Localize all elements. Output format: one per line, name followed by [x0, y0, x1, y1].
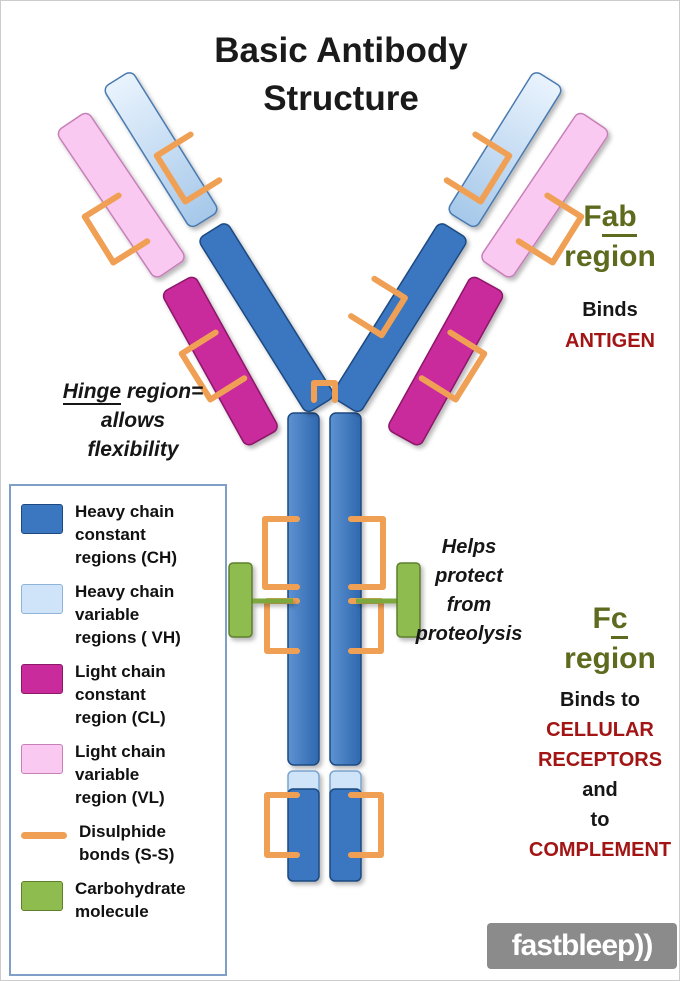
legend-item-light-variable: Light chain variable region (VL): [21, 740, 217, 809]
carbohydrate-left: [228, 562, 293, 638]
legend-text: Carbohydrate molecule: [75, 879, 186, 921]
hinge-line1: Hinge region=: [27, 377, 239, 406]
hinge-rest: region=: [121, 380, 204, 403]
fc-region-word: Fc: [546, 599, 674, 639]
fc-region-text: region: [564, 642, 656, 675]
light-chain-constant-bar-right: [388, 276, 504, 446]
light-chain-constant-bar-left: [162, 276, 278, 446]
page-title-line1: Basic Antibody: [214, 31, 468, 70]
fc-to-text: to: [590, 809, 610, 831]
fastbleep-logo: fastbleep)): [487, 923, 677, 969]
disulphide-bond-icon: [515, 192, 585, 266]
page-title-line2: Structure: [263, 79, 419, 118]
carbohydrate-swatch-icon: [21, 881, 63, 911]
hinge-line2: allows: [100, 409, 166, 432]
fc-lower-right: [329, 788, 362, 882]
protect-line1: Helps: [441, 536, 497, 558]
light-chain-constant-swatch-icon: [21, 664, 63, 694]
light-chain-variable-swatch-icon: [21, 744, 63, 774]
heavy-chain-variable-swatch-icon: [21, 584, 63, 614]
legend-item-disulphide: Disulphide bonds (S-S): [21, 820, 217, 866]
disulphide-bond-icon: [348, 516, 386, 590]
fab-binds-label: Binds ANTIGEN: [546, 295, 674, 357]
disulphide-bond-icon: [443, 131, 513, 205]
fc-region-label: Fc region: [546, 599, 674, 679]
legend-text: Light chain constant region (CL): [75, 662, 166, 727]
legend-item-light-constant: Light chain constant region (CL): [21, 660, 217, 729]
disulphide-bond-icon: [178, 329, 248, 403]
hinge-line3: flexibility: [87, 438, 179, 461]
fab-binds-text: Binds: [582, 299, 638, 321]
carbohydrate-right: [356, 562, 421, 638]
disulphide-bond-icon: [153, 131, 223, 205]
fc-binds-label: Binds to CELLULAR RECEPTORS and to COMPL…: [519, 685, 679, 865]
protect-line2: protect: [435, 565, 503, 587]
disulphide-bond-icon: [348, 275, 408, 339]
legend: Heavy chain constant regions (CH) Heavy …: [9, 484, 227, 976]
protect-line3: from: [446, 594, 492, 616]
carbohydrate-molecule-right: [396, 562, 421, 638]
legend-item-heavy-variable: Heavy chain variable regions ( VH): [21, 580, 217, 649]
protect-line4: proteolysis: [415, 623, 523, 645]
fab-region-text: region: [564, 240, 656, 273]
heavy-chain-constant-bar-right: [332, 223, 467, 413]
fc-letter: F: [592, 602, 611, 635]
fc-underlined: c: [610, 602, 628, 639]
heavy-chain-constant-swatch-icon: [21, 504, 63, 534]
fc-target-cellular: CELLULAR: [546, 719, 654, 741]
hinge-underlined: Hinge: [62, 380, 122, 405]
disulphide-bond-swatch-icon: [21, 832, 67, 839]
heavy-chain-constant-bar-left: [199, 223, 334, 413]
heavy-chain-stems: [287, 412, 362, 882]
legend-text: Heavy chain constant regions (CH): [75, 502, 177, 567]
fab-underlined: ab: [601, 200, 637, 237]
hinge-region-label: Hinge region= allows flexibility: [27, 377, 239, 464]
fc-target-receptors: RECEPTORS: [537, 749, 663, 771]
fab-letter: F: [583, 200, 602, 233]
legend-text: Light chain variable region (VL): [75, 742, 166, 807]
disulphide-bond-icon: [81, 192, 151, 266]
carbohydrate-molecule-left: [228, 562, 253, 638]
fc-binds-text: Binds to: [560, 689, 640, 711]
legend-text: Disulphide bonds (S-S): [79, 822, 175, 864]
fc-lower-left: [287, 788, 320, 882]
legend-item-carbohydrate: Carbohydrate molecule: [21, 877, 217, 923]
page-title: Basic Antibody Structure: [1, 27, 679, 123]
disulphide-bond-hinge-icon: [311, 380, 338, 403]
disulphide-bond-icon: [418, 329, 488, 403]
legend-text: Heavy chain variable regions ( VH): [75, 582, 181, 647]
legend-item-heavy-constant: Heavy chain constant regions (CH): [21, 500, 217, 569]
disulphide-bond-icon: [348, 792, 384, 858]
disulphide-bond-icon: [262, 516, 300, 590]
fab-region-label: Fab region: [546, 197, 674, 277]
fab-target-antigen: ANTIGEN: [565, 330, 655, 352]
fc-and-text: and: [582, 779, 618, 801]
proteolysis-note: Helps protect from proteolysis: [401, 533, 537, 649]
disulphide-bond-icon: [264, 792, 300, 858]
fc-target-complement: COMPLEMENT: [528, 839, 672, 861]
fab-region-word: Fab: [546, 197, 674, 237]
